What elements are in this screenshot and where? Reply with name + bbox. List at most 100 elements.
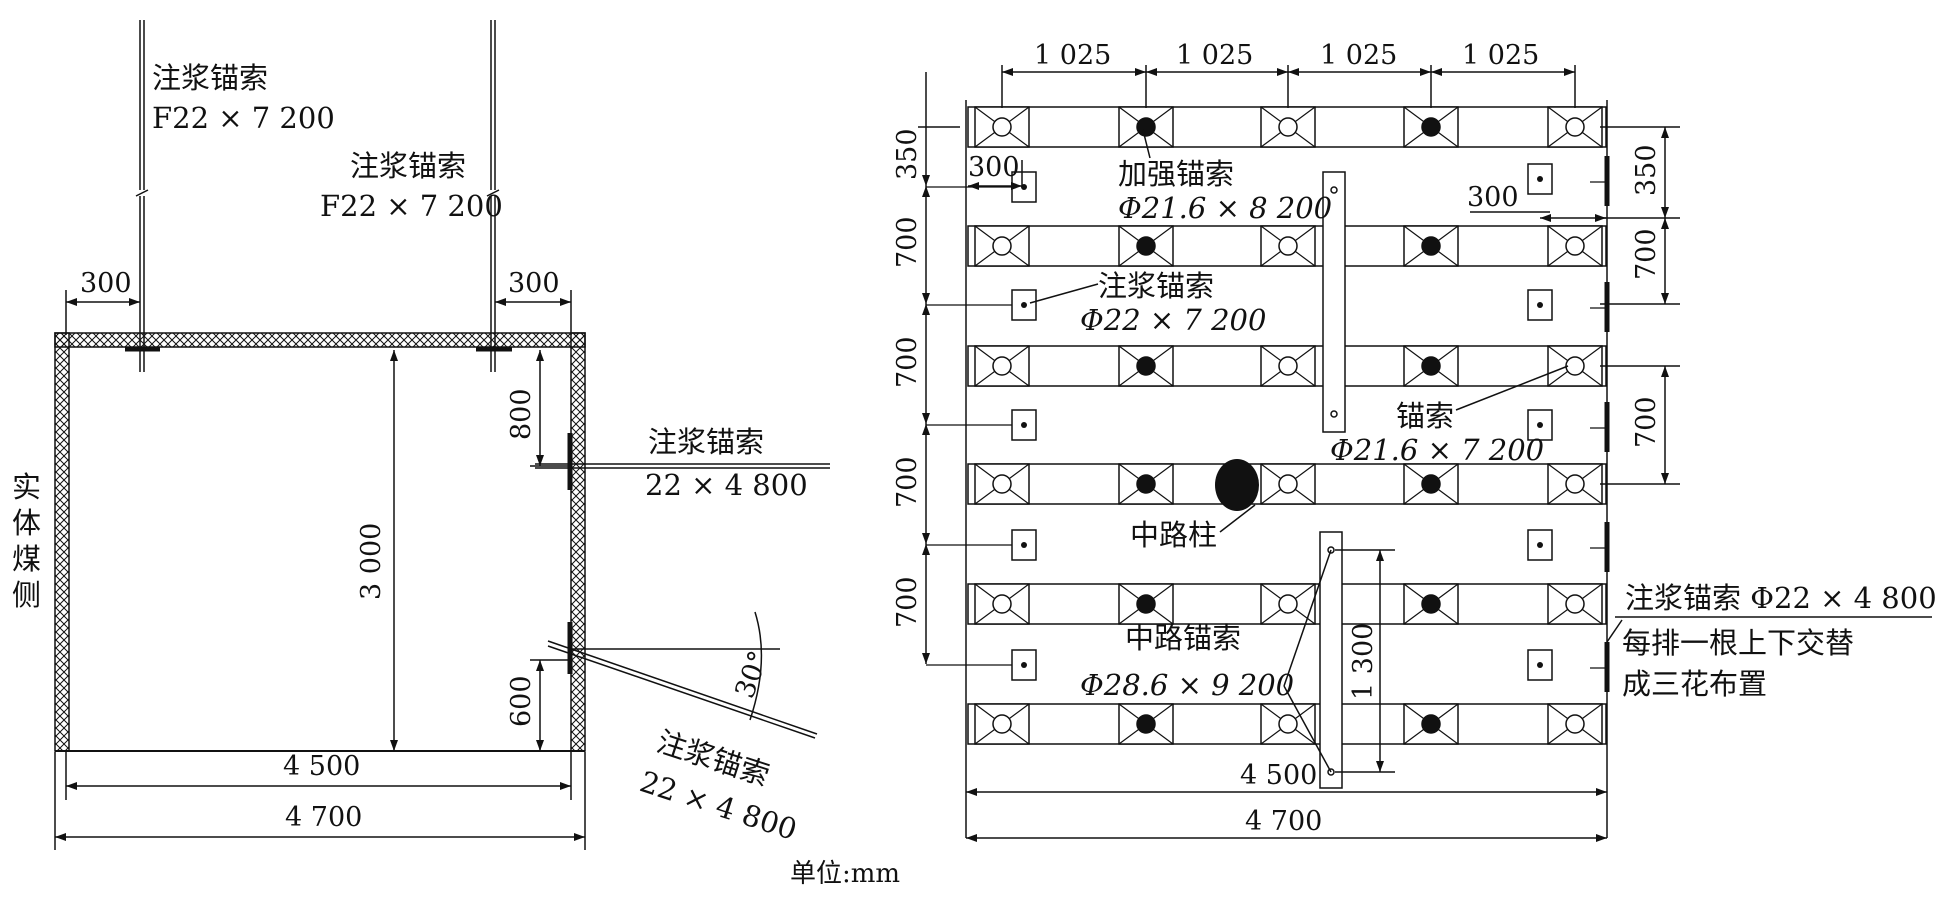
grout-hole-icon bbox=[1537, 542, 1543, 548]
cable-mid-name: 注浆锚索 bbox=[648, 425, 764, 459]
coal-side-char: 煤 bbox=[12, 542, 41, 576]
reinforce-anchor-icon bbox=[1421, 594, 1441, 614]
anchor-icon bbox=[992, 236, 1012, 256]
coal-side-char: 体 bbox=[12, 506, 41, 540]
dim-3000: 3 000 bbox=[356, 523, 387, 600]
steel-strip-row bbox=[967, 583, 1607, 625]
bearing-plate bbox=[974, 703, 1030, 745]
reinforce-name: 加强锚索 bbox=[1118, 157, 1234, 191]
bearing-plate bbox=[974, 345, 1030, 387]
strip-hole bbox=[1330, 186, 1338, 194]
side-plate-pair bbox=[926, 402, 1610, 452]
bearing-plate bbox=[1403, 583, 1459, 625]
cable-line bbox=[547, 640, 818, 735]
dim-left-700: 700 bbox=[892, 456, 923, 508]
dim-800: 800 bbox=[506, 388, 537, 440]
side-plate-pair bbox=[926, 522, 1610, 572]
anchor-icon bbox=[992, 714, 1012, 734]
bearing-plate bbox=[1260, 106, 1316, 148]
dim-top-1025: 1 025 bbox=[1320, 40, 1397, 71]
steel-strip-row bbox=[967, 345, 1607, 387]
leader-line bbox=[1142, 129, 1151, 159]
anchor-icon bbox=[1278, 356, 1298, 376]
right-plan: 1 025 1 025 1 025 1 025 350 700 700 700 … bbox=[892, 40, 1937, 842]
anchor-icon bbox=[1565, 356, 1585, 376]
anchor-icon bbox=[1278, 714, 1298, 734]
cable-top-right-spec: F22 × 7 200 bbox=[320, 189, 503, 223]
side-plate-pair bbox=[926, 156, 1610, 206]
reinforce-anchor-icon bbox=[1136, 236, 1156, 256]
bearing-plate bbox=[1260, 225, 1316, 267]
reinforce-spec: Φ21.6 × 8 200 bbox=[1118, 191, 1332, 225]
reinforce-anchor-icon bbox=[1136, 714, 1156, 734]
bearing-plate bbox=[1547, 106, 1603, 148]
steel-strip-row bbox=[967, 225, 1607, 267]
bearing-plate bbox=[1403, 345, 1459, 387]
reinforce-anchor-icon bbox=[1421, 236, 1441, 256]
dim-4700: 4 700 bbox=[285, 802, 362, 833]
left-section: 注浆锚索 F22 × 7 200 注浆锚索 F22 × 7 200 300 30… bbox=[12, 20, 830, 850]
bearing-plate bbox=[974, 225, 1030, 267]
bearing-plate bbox=[1547, 463, 1603, 505]
dim-left-700: 700 bbox=[892, 216, 923, 268]
bearing-plate bbox=[1118, 463, 1174, 505]
leader-line bbox=[1029, 283, 1099, 304]
steel-strip-row bbox=[967, 463, 1607, 505]
bearing-plate bbox=[1118, 225, 1174, 267]
reinforce-anchor-icon bbox=[1136, 117, 1156, 137]
bearing-plate bbox=[1547, 703, 1603, 745]
bearing-plate bbox=[1118, 703, 1174, 745]
anchor-icon bbox=[992, 117, 1012, 137]
dim-4500: 4 500 bbox=[283, 751, 360, 782]
anchor-icon bbox=[1565, 117, 1585, 137]
strip-hole bbox=[1330, 410, 1338, 418]
leader-line bbox=[1606, 619, 1623, 643]
anchor-icon bbox=[1565, 474, 1585, 494]
left-wall-lining bbox=[54, 332, 70, 752]
cable-top-left-name: 注浆锚索 bbox=[152, 61, 268, 95]
dim-right-300: 300 bbox=[508, 268, 560, 299]
coal-side-char: 实 bbox=[12, 470, 41, 504]
grout-name: 注浆锚索 bbox=[1098, 269, 1214, 303]
grout-hole-icon bbox=[1537, 662, 1543, 668]
pillar-label: 中路柱 bbox=[1130, 518, 1217, 552]
angle-arc bbox=[749, 611, 763, 721]
bearing-plate bbox=[1118, 345, 1174, 387]
dim-4500-plan: 4 500 bbox=[1240, 760, 1317, 791]
mid-cable-spec: Φ28.6 × 9 200 bbox=[1080, 668, 1294, 702]
mid-cable-name: 中路锚索 bbox=[1125, 621, 1241, 655]
anchor-icon bbox=[1565, 236, 1585, 256]
coal-side-label: 实 体 煤 侧 bbox=[12, 470, 41, 612]
leader-line bbox=[1219, 504, 1256, 533]
middle-pillar bbox=[1215, 459, 1259, 511]
dim-left-700: 700 bbox=[892, 336, 923, 388]
note-line3: 成三花布置 bbox=[1622, 667, 1767, 701]
bearing-plate bbox=[1547, 583, 1603, 625]
reinforce-anchor-icon bbox=[1136, 356, 1156, 376]
break-mark bbox=[486, 189, 500, 197]
anchor-spec: Φ21.6 × 7 200 bbox=[1330, 433, 1544, 467]
bearing-plate bbox=[1260, 463, 1316, 505]
leader-line bbox=[1283, 549, 1332, 687]
bearing-plate bbox=[1403, 703, 1459, 745]
side-grout-plates bbox=[926, 156, 1610, 692]
anchor-icon bbox=[992, 474, 1012, 494]
grout-hole-icon bbox=[1537, 422, 1543, 428]
anchor-icon bbox=[1278, 594, 1298, 614]
right-wall-lining bbox=[570, 332, 586, 752]
strip-hole bbox=[1327, 546, 1335, 554]
anchor-icon bbox=[992, 594, 1012, 614]
grout-hole-icon bbox=[1021, 422, 1027, 428]
dim-right-350: 350 bbox=[1631, 144, 1662, 196]
bearing-plate bbox=[1403, 463, 1459, 505]
grout-hole-icon bbox=[1021, 542, 1027, 548]
grout-hole-icon bbox=[1537, 176, 1543, 182]
cable-top-left-spec: F22 × 7 200 bbox=[152, 101, 335, 135]
anchor-icon bbox=[1278, 474, 1298, 494]
bearing-plate bbox=[1547, 225, 1603, 267]
dim-left-350: 350 bbox=[892, 128, 923, 180]
bearing-plate bbox=[1260, 345, 1316, 387]
dim-300-right: 300 bbox=[1467, 182, 1519, 213]
roof-lining bbox=[54, 332, 586, 348]
unit-label: 单位:mm bbox=[790, 859, 900, 889]
